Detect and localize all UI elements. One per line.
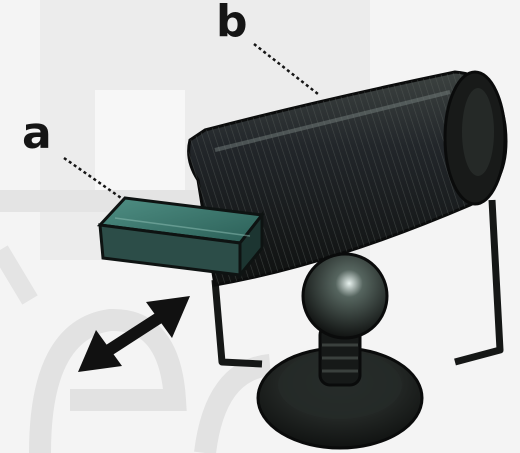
callout-label-a: a bbox=[22, 108, 52, 159]
joystick-knob bbox=[301, 252, 389, 340]
slider-cap bbox=[96, 196, 265, 280]
device-body bbox=[187, 70, 508, 287]
callout-label-b: b bbox=[216, 0, 248, 47]
cable-loop bbox=[211, 199, 504, 368]
callout-leader-b bbox=[253, 43, 319, 95]
callout-leader-a bbox=[63, 156, 125, 202]
joystick-base bbox=[256, 323, 424, 450]
double-headed-arrow-icon bbox=[78, 296, 190, 372]
